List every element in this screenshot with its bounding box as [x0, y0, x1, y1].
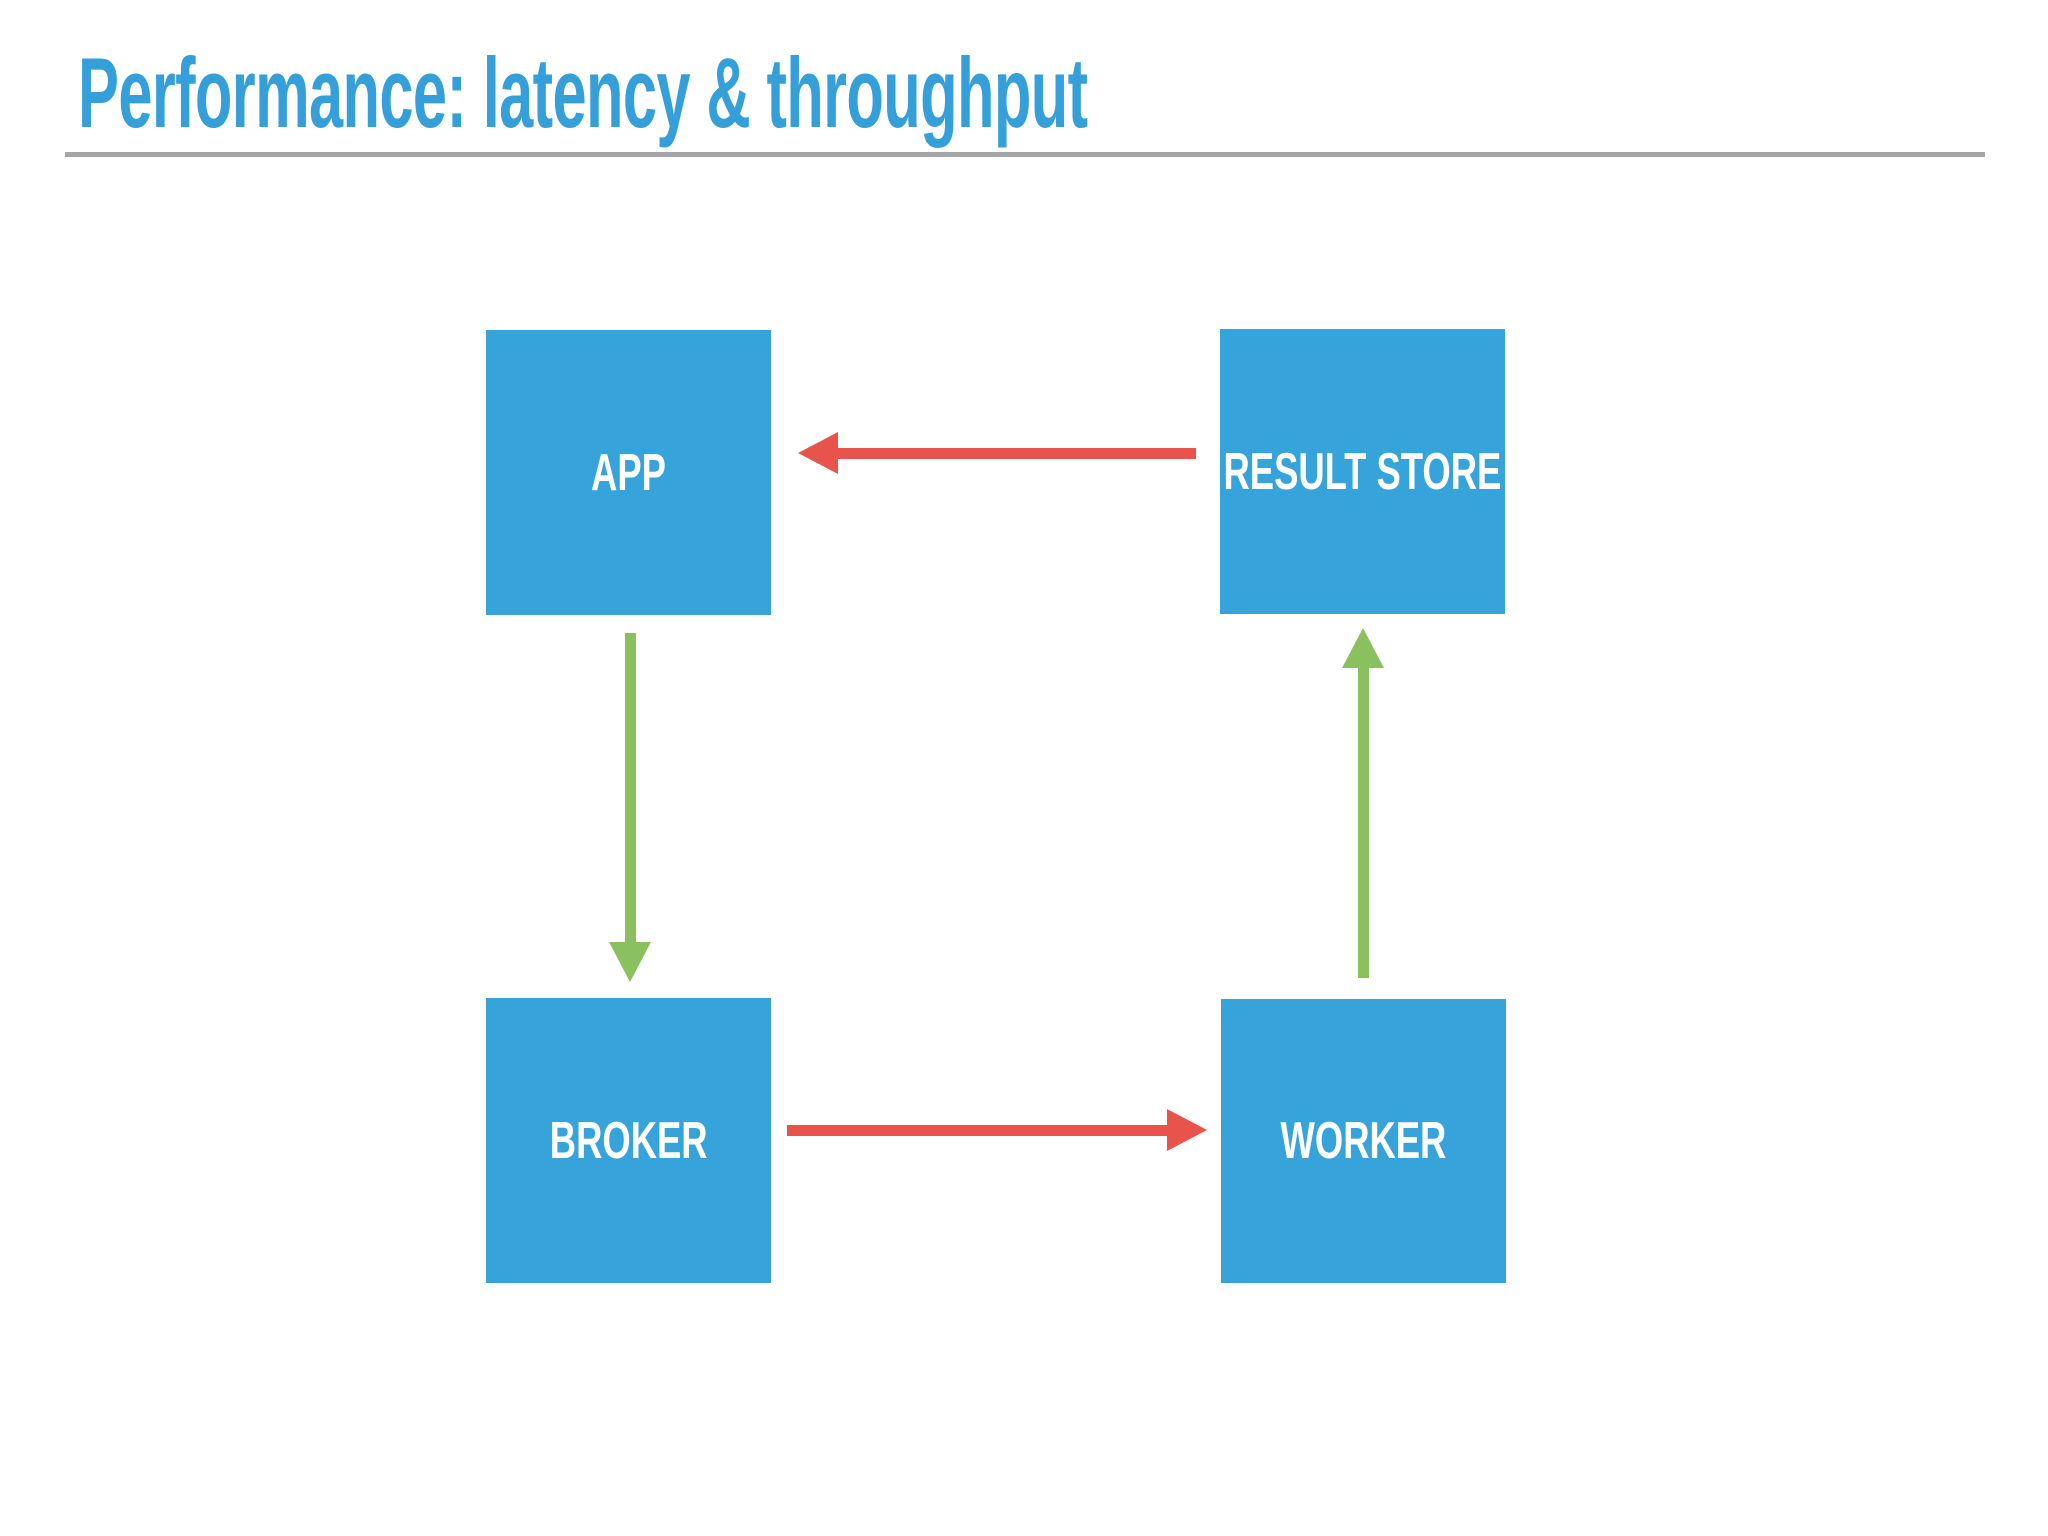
arrow-app-to-broker	[609, 633, 651, 982]
title-divider	[65, 152, 1985, 157]
node-broker: BROKER	[486, 998, 771, 1283]
node-result-store: RESULT STORE	[1220, 329, 1505, 614]
node-result-store-label: RESULT STORE	[1223, 442, 1502, 501]
node-worker: WORKER	[1221, 999, 1506, 1283]
arrow-shaft	[838, 447, 1196, 459]
arrow-shaft	[1357, 668, 1369, 978]
arrow-result-store-to-app	[798, 432, 1196, 474]
node-app-label: APP	[591, 443, 666, 502]
arrow-shaft	[787, 1124, 1167, 1136]
arrow-worker-to-result-store	[1342, 628, 1384, 978]
arrow-head-left-icon	[798, 432, 838, 474]
node-broker-label: BROKER	[549, 1111, 708, 1170]
node-app: APP	[486, 330, 771, 615]
arrow-broker-to-worker	[787, 1109, 1207, 1151]
arrow-head-up-icon	[1342, 628, 1384, 668]
arrow-shaft	[624, 633, 636, 942]
arrow-head-down-icon	[609, 942, 651, 982]
arrow-head-right-icon	[1167, 1109, 1207, 1151]
node-worker-label: WORKER	[1280, 1112, 1447, 1170]
page-title: Performance: latency & throughput	[78, 37, 1088, 148]
